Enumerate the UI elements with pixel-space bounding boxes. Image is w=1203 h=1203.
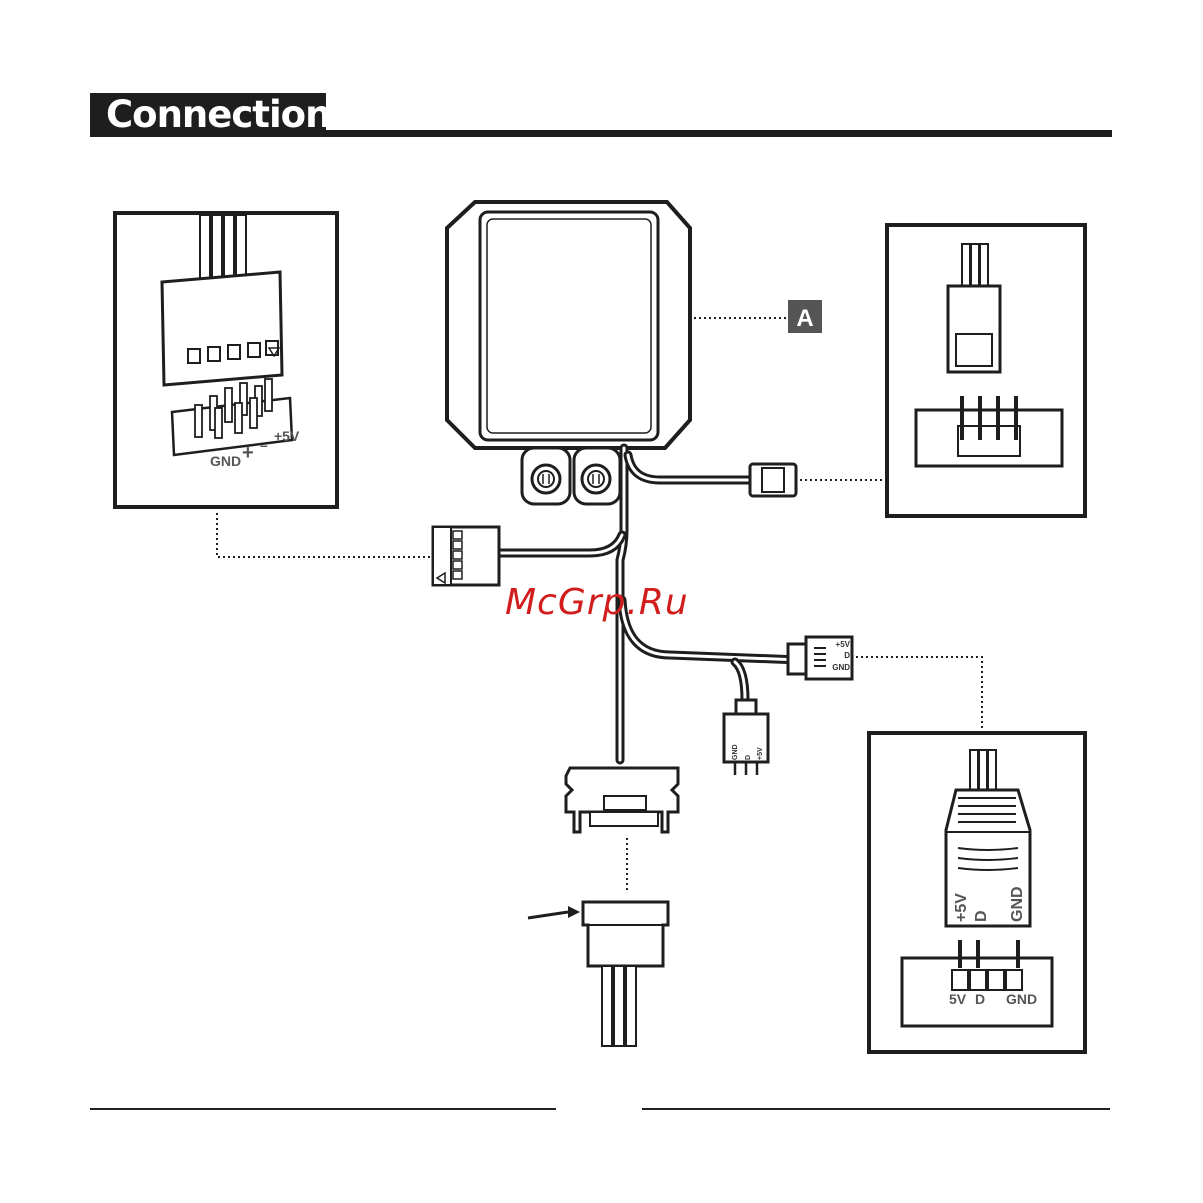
footer-rule-right: [642, 1108, 1110, 1110]
watermark: McGrp.Ru: [505, 582, 689, 623]
argb-detail-plug-d: D: [973, 910, 990, 922]
footer-rule-left: [90, 1108, 556, 1110]
usb-leader-line: [217, 513, 430, 557]
psu-sata-cable: [528, 902, 668, 1046]
argb-small-gnd: GND: [732, 744, 739, 760]
argb-plug-large: +5V D GND: [788, 637, 852, 679]
argb-detail-header-gnd: GND: [1006, 991, 1037, 1007]
usb-plug-connector: [433, 527, 499, 585]
usb-plus-label: +: [242, 442, 254, 464]
argb-detail-header-5v: 5V: [949, 991, 967, 1007]
argb-detail-panel: +5V D GND 5V D GND: [869, 733, 1085, 1052]
sata-power-connector: [566, 768, 678, 832]
argb-leader-line: [856, 657, 982, 730]
argb-detail-header-d: D: [975, 991, 985, 1007]
argb-large-gnd: GND: [832, 663, 850, 672]
usb-detail-panel: GND + – +5V: [115, 213, 337, 507]
argb-large-d: D: [844, 651, 850, 660]
argb-plug-small: GND D +5V: [724, 700, 768, 775]
argb-detail-plug-5v: +5V: [953, 893, 970, 922]
fan-4pin-connector: [750, 464, 796, 496]
usb-minus-label: –: [260, 437, 268, 453]
usb-gnd-label: GND: [210, 453, 241, 469]
argb-small-d: D: [745, 755, 752, 760]
pump-unit: [447, 202, 690, 504]
fan-detail-panel: [887, 225, 1085, 516]
usb-5v-label: +5V: [274, 428, 300, 444]
argb-detail-plug-gnd: GND: [1009, 886, 1026, 922]
argb-large-5v: +5V: [836, 640, 851, 649]
callout-label: A: [796, 305, 813, 332]
argb-small-5v: +5V: [757, 747, 764, 760]
